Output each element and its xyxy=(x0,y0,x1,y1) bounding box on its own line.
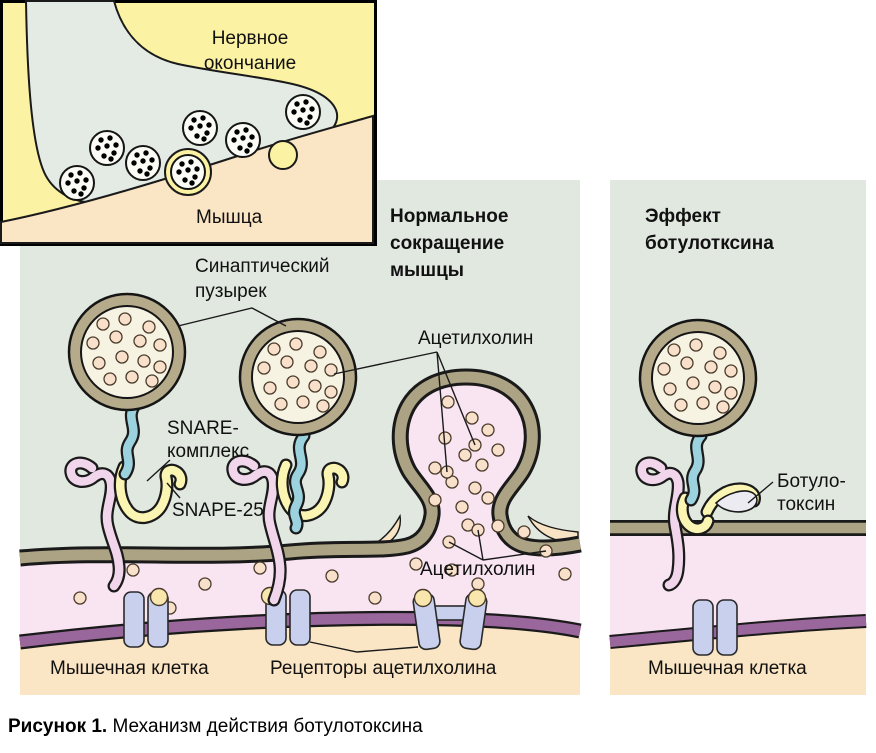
muscle-label: Мышца xyxy=(196,207,263,228)
muscle-cell-label-right: Мышечная клетка xyxy=(648,658,807,679)
right-panel-title: Эффект ботулотксина xyxy=(645,206,774,254)
botulotoxin-label: Ботуло- токсин xyxy=(777,471,846,515)
snare-complex-2 xyxy=(226,429,350,607)
pointer-line-toxin xyxy=(747,481,774,504)
acetylcholine-bottom-label: Ацетилхолин xyxy=(420,559,536,580)
synaptic-vesicle-1 xyxy=(67,292,187,412)
synaptic-vesicle xyxy=(638,318,758,438)
left-panel-title: Нормальное сокращение мышцы xyxy=(390,206,509,281)
botulotoxin-effect-panel xyxy=(609,180,867,695)
snare-complex-1 xyxy=(64,397,188,593)
muscle-cell-label-left: Мышечная клетка xyxy=(50,658,209,679)
synaptic-vesicle-2 xyxy=(238,317,358,437)
fusion-bump xyxy=(268,140,298,170)
figure-caption-text: Механизм действия ботулотоксина xyxy=(107,716,423,737)
snare-complex-label: SNARE- комплекс xyxy=(167,418,250,462)
figure-caption-number: Рисунок 1. xyxy=(8,716,108,737)
overview-inset xyxy=(0,0,377,246)
presynaptic-membrane xyxy=(19,371,582,564)
pointer-lines xyxy=(146,307,547,653)
blocked-snare-complex xyxy=(635,429,761,592)
figure-caption: Рисунок 1. Механизм действия ботулотокси… xyxy=(8,716,423,738)
nerve-ending-label: Нервное окончание xyxy=(203,28,297,74)
receptors-label: Рецепторы ацетилхолина xyxy=(270,658,497,679)
botulotoxin-molecule xyxy=(714,490,758,513)
synaptic-cleft xyxy=(20,379,580,642)
acetylcholine-receptor-1 xyxy=(123,587,169,648)
acetylcholine-top-label: Ацетилхолин xyxy=(418,328,534,349)
synaptic-vesicle-label: Синаптический пузырек xyxy=(195,256,330,302)
normal-contraction-panel xyxy=(19,180,582,695)
acetylcholine-receptor-3-open xyxy=(412,588,488,651)
snap25-label: SNAPE-25 xyxy=(172,500,264,521)
